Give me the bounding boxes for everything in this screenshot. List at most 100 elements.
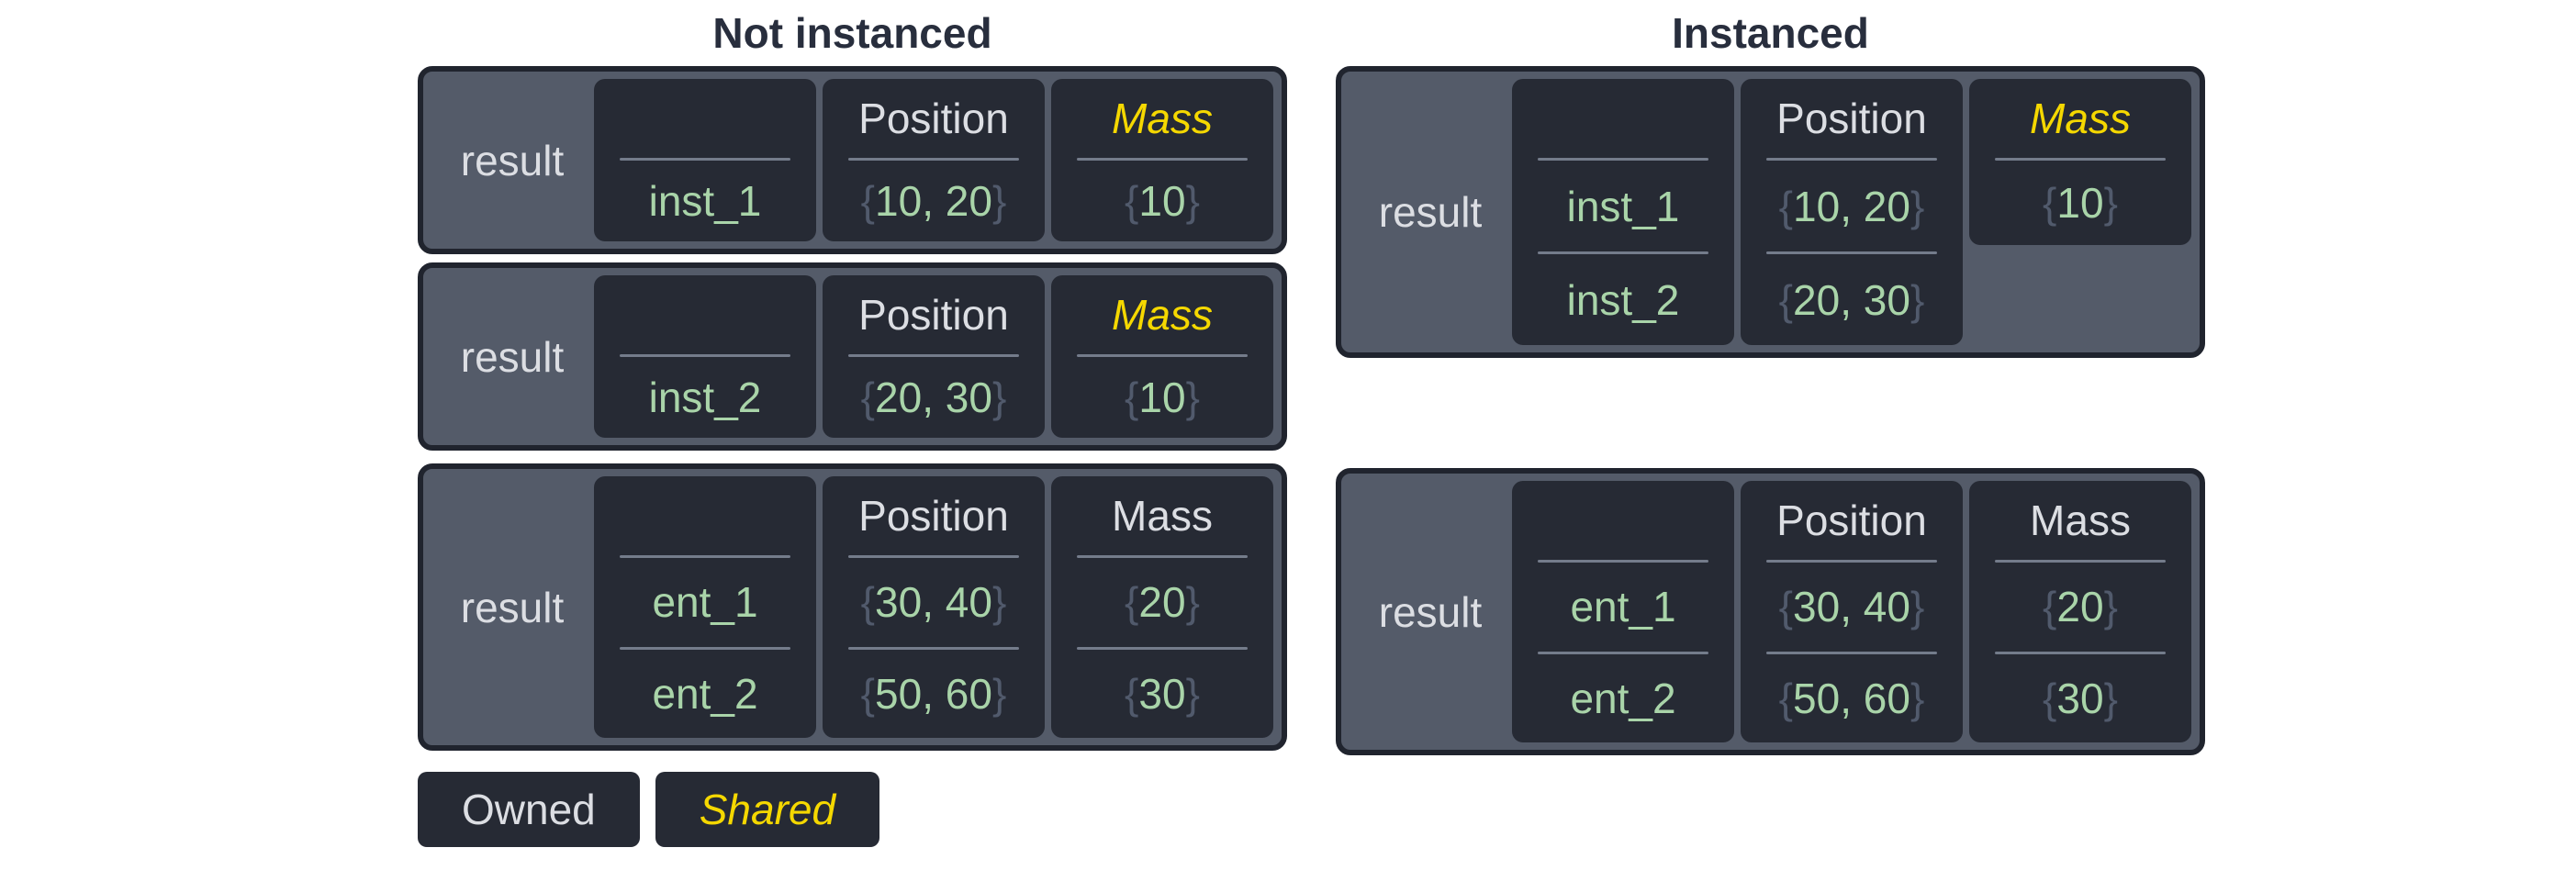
column-header [594,275,816,354]
row-divider [1077,646,1248,650]
close-brace: } [1185,177,1200,225]
column-card-mass: Mass{20}{30} [1969,481,2191,742]
open-brace: { [2043,674,2057,722]
value-text: 20 [2056,583,2104,631]
result-label: result [1378,188,1483,236]
open-brace: { [860,578,876,627]
open-brace: { [2043,583,2057,631]
entity-name: inst_2 [648,374,762,421]
column-header [1512,79,1734,158]
value-cell: inst_1 [594,161,816,241]
entity-name: inst_1 [1566,182,1680,230]
legend-shared-label: Shared [699,786,836,833]
result-label: result [460,332,565,381]
value-text: 20 [1138,578,1186,627]
value-text: 30 [1138,669,1186,718]
row-divider [620,555,790,558]
open-brace: { [1778,674,1794,722]
row-divider [1538,251,1708,254]
column-header: Position [858,291,1009,339]
value-cell: {10, 20} [1741,161,1963,251]
column-header: Mass [1112,492,1213,540]
column-header: Position [858,95,1009,142]
row-divider [848,555,1019,558]
column-header [594,476,816,555]
close-brace: } [1185,669,1200,718]
value-cell: {10} [1051,357,1273,438]
close-brace: } [991,177,1007,225]
value-cell: inst_2 [1512,254,1734,345]
column-header: Position [858,492,1009,540]
column-header: Mass [1112,291,1213,339]
open-brace: { [860,669,876,718]
close-brace: } [991,669,1007,718]
column-card-position: Position{10, 20}{20, 30} [1741,79,1963,345]
value-text: 10, 20 [875,177,992,225]
column-card-position: Position{20, 30} [823,275,1045,438]
close-brace: } [1910,182,1925,230]
row-divider [1538,158,1708,161]
column-card-mass: Mass {10} [1051,275,1273,438]
open-brace: { [1125,669,1139,718]
value-cell: {20, 30} [1741,254,1963,345]
row-divider [1077,158,1248,161]
row-divider [1995,560,2166,563]
value-cell: ent_2 [594,650,816,739]
entity-name: ent_2 [1570,674,1676,722]
row-divider [620,646,790,650]
column-header: Mass [2030,496,2131,544]
column-card-names: ent_1 ent_2 [594,476,816,738]
panel-title-instanced: Instanced [1672,9,1869,57]
close-brace: } [2103,674,2118,722]
value-cell: {30} [1969,654,2191,743]
column-card-mass: Mass{10} [1051,79,1273,241]
value-cell: {10, 20} [823,161,1045,241]
column-card-names: inst_1 inst_2 [1512,79,1734,345]
legend: Owned Shared [418,772,1287,847]
open-brace: { [860,374,876,421]
row-divider [1766,651,1937,654]
open-brace: { [860,177,876,225]
result-label: result [460,136,565,184]
row-divider [848,354,1019,357]
open-brace: { [1125,177,1139,225]
row-divider [1538,560,1708,563]
value-cell: {20} [1051,558,1273,647]
column-card-names: inst_2 [594,275,816,438]
row-divider [1995,158,2166,161]
panel-title-not-instanced: Not instanced [712,9,992,57]
row-divider [1995,651,2166,654]
value-text: 30, 40 [875,578,992,627]
row-divider [848,646,1019,650]
result-label: result [460,583,565,631]
column-header [594,79,816,158]
close-brace: } [2103,583,2118,631]
entity-name: ent_2 [652,669,758,718]
entity-name: inst_1 [648,177,762,225]
open-brace: { [1778,275,1794,324]
value-text: 20, 30 [1793,275,1910,324]
row-divider [1766,158,1937,161]
legend-owned-label: Owned [462,786,596,833]
close-brace: } [1910,583,1925,631]
value-cell: ent_1 [594,558,816,647]
value-text: 50, 60 [1793,674,1910,722]
value-cell: {30, 40} [1741,563,1963,652]
value-cell: {50, 60} [823,650,1045,739]
result-label: result [1378,587,1483,636]
legend-owned-chip: Owned [418,772,640,847]
